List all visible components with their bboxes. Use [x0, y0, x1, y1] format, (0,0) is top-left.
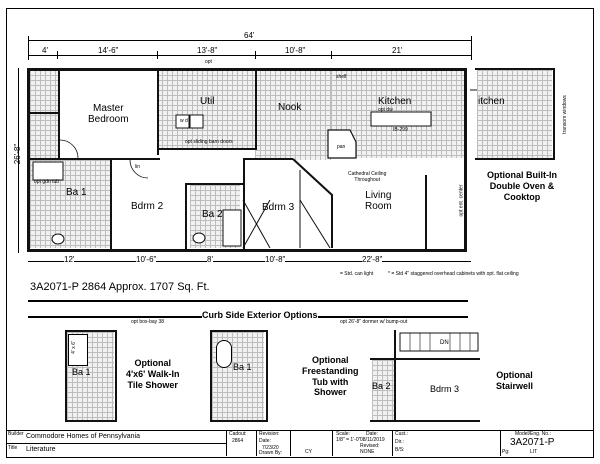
title-block-builder-row — [6, 443, 226, 444]
option-kitchen-partial: itchen — [478, 96, 505, 107]
tb-drawn: CY — [305, 449, 312, 455]
room-master-bedroom: Master Bedroom — [88, 103, 129, 125]
bdim-22-8: 22'-8" — [362, 255, 383, 264]
label-wd: w d — [180, 118, 188, 124]
stair-dn: DN — [440, 340, 449, 346]
tb-model: 3A2071-P — [510, 437, 555, 448]
label-ent-center: opt ent. center — [458, 184, 465, 217]
tb-revised-label: Revised: — [360, 443, 380, 449]
label-gdn-tub: opt gdn tub — [34, 179, 60, 185]
segment-dim-line — [28, 55, 471, 56]
tb-date: 7/23/20 — [262, 445, 279, 451]
label-dormer: opt 26'-8" dormer w/ bump-out — [340, 319, 408, 325]
cathedral-note: Cathedral Ceiling Throughout — [348, 171, 387, 183]
shower-stall — [68, 334, 88, 366]
overall-dim: 64' — [244, 31, 255, 40]
master-closet-tile — [30, 70, 58, 158]
title-block — [6, 430, 594, 458]
outer-wall-left — [27, 68, 30, 252]
option-tub-title: Optional Freestanding Tub with Shower — [302, 355, 359, 398]
dim-10-8: 10'-8" — [285, 46, 306, 55]
shower-size: 4' x 6' — [70, 341, 77, 354]
tub-ba1: Ba 1 — [233, 362, 252, 372]
outer-wall-top — [27, 68, 467, 71]
tb-title-label: Title — [8, 445, 18, 451]
room-bdrm2: Bdrm 2 — [131, 201, 164, 212]
util-nook-tile — [157, 70, 255, 148]
tb-drawn-label: Drawn By: — [259, 450, 283, 456]
legend-can-light: = Std. can light — [340, 271, 374, 277]
tb-date-label: Date: — [259, 438, 271, 444]
tb-cust-label: Cust.: — [395, 431, 409, 437]
label-opt-dw: opt dw — [378, 107, 393, 113]
room-util: Util — [200, 96, 215, 107]
tb-pg: LIT — [530, 449, 538, 455]
tb-builder: Commodore Homes of Pennsylvania — [26, 433, 140, 440]
label-box-bay: opt box-bay 38 — [131, 319, 165, 325]
bdim-10-6: 10'-6" — [136, 255, 157, 264]
dim-4: 4' — [42, 46, 48, 55]
nook-tile — [255, 70, 331, 160]
dim-21: 21' — [392, 46, 403, 55]
tb-scale: 1/8" = 1'-0" — [336, 437, 361, 443]
option-stair-title: Optional Stairwell — [496, 370, 534, 391]
side-dim-line — [18, 68, 19, 253]
label-ib: IB-299 — [393, 127, 408, 133]
label-lin: lin — [135, 164, 141, 170]
tb-scale-label: Scale: — [336, 431, 350, 437]
dim-14-6: 14'-6" — [98, 46, 119, 55]
room-kitchen: Kitchen — [378, 96, 412, 107]
stair-linework — [399, 332, 479, 352]
tb-revision-label: Revision: — [259, 431, 280, 437]
label-pan: pan — [337, 144, 346, 150]
tb-dir-label: Dir.: — [395, 439, 404, 445]
tb-title: Literature — [26, 446, 56, 453]
tb-pg-label: Pg: — [502, 449, 510, 455]
label-opt-top: opt — [205, 59, 212, 65]
stair-ba2: Ba 2 — [372, 381, 391, 391]
room-bdrm3: Bdrm 3 — [262, 202, 295, 213]
option-builtin-title: Optional Built-In Double Oven & Cooktop — [487, 170, 557, 202]
room-ba1: Ba 1 — [66, 187, 87, 198]
room-nook: Nook — [278, 102, 302, 113]
curb-side-title: Curb Side Exterior Options — [202, 310, 318, 320]
tb-cadout: 2864 — [232, 438, 244, 444]
bdim-8: 8' — [207, 255, 213, 264]
outer-wall-right — [464, 68, 467, 252]
bottom-dim-line — [28, 261, 471, 262]
transom-windows-label: transom windows — [561, 95, 568, 134]
shower-ba1: Ba 1 — [72, 367, 91, 377]
legend-cabinets: * = Std 4" staggered overhead cabinets w… — [388, 271, 519, 277]
tb-cadout-label: Cadout: — [229, 431, 247, 437]
tb-revised: NONE — [360, 449, 375, 455]
overall-dim-line — [28, 40, 471, 41]
tb-builder-label: Builder — [8, 431, 24, 437]
freestanding-tub — [216, 340, 232, 368]
model-line: 3A2071-P 2864 Approx. 1707 Sq. Ft. — [30, 281, 210, 293]
room-ba2: Ba 2 — [202, 209, 223, 220]
label-opt-sliding: opt sliding barn doors — [185, 139, 233, 145]
option-shower-title: Optional 4'x6' Walk-In Tile Shower — [126, 358, 180, 390]
bdim-12: 12' — [64, 255, 75, 264]
tb-date2: 08/11/2019 — [360, 437, 385, 443]
label-shelf: shelf — [336, 74, 347, 80]
bdim-10-8: 10'-8" — [265, 255, 286, 264]
tb-model-label: Model/Eng. No.: — [515, 431, 551, 437]
dim-13-8: 13'-8" — [197, 46, 218, 55]
outer-wall-bottom — [27, 249, 467, 252]
tb-date2-label: Date: — [366, 431, 378, 437]
room-living: Living Room — [365, 190, 392, 212]
tb-bs-label: B/S: — [395, 447, 405, 453]
stair-bdrm3: Bdrm 3 — [430, 384, 460, 394]
